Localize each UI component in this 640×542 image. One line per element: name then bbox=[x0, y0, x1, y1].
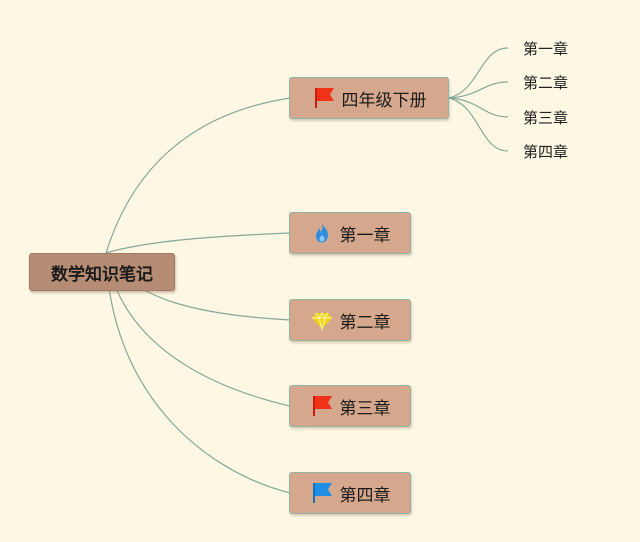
connector-branch-1-to-leaf-1 bbox=[448, 47, 509, 99]
leaf-topic-chapter-1[interactable]: 第一章 bbox=[523, 40, 569, 58]
leaf-topic-chapter-2[interactable]: 第二章 bbox=[523, 74, 569, 92]
blue-flag-icon bbox=[310, 481, 334, 505]
branch-topic-chapter-1-label: 第一章 bbox=[339, 225, 391, 246]
red-flag-icon bbox=[312, 86, 336, 110]
fire-icon bbox=[310, 221, 334, 245]
connector-branch-1-to-leaf-2 bbox=[448, 81, 509, 99]
branch-topic-chapter-3-label: 第三章 bbox=[339, 398, 391, 419]
root-topic[interactable]: 数学知识笔记 bbox=[29, 253, 175, 291]
branch-topic-chapter-2[interactable]: 第二章 bbox=[289, 299, 411, 341]
branch-topic-chapter-2-label: 第二章 bbox=[339, 312, 391, 333]
connector-root-to-branch-2 bbox=[105, 232, 291, 254]
branch-topic-grade4[interactable]: 四年级下册 bbox=[289, 77, 449, 119]
connector-branch-1-to-leaf-4 bbox=[448, 97, 509, 152]
connector-root-to-branch-5 bbox=[105, 252, 291, 494]
branch-topic-grade4-label: 四年级下册 bbox=[341, 90, 427, 111]
branch-topic-chapter-1[interactable]: 第一章 bbox=[289, 212, 411, 254]
connector-branch-1-to-leaf-3 bbox=[448, 97, 509, 118]
branch-topic-chapter-4-label: 第四章 bbox=[339, 485, 391, 506]
branch-topic-chapter-3[interactable]: 第三章 bbox=[289, 385, 411, 427]
root-topic-label: 数学知识笔记 bbox=[51, 264, 153, 285]
red-flag-icon bbox=[310, 394, 334, 418]
leaf-topic-chapter-4[interactable]: 第四章 bbox=[523, 143, 569, 161]
diamond-icon bbox=[310, 308, 334, 332]
connector-root-to-branch-1 bbox=[105, 97, 291, 254]
leaf-topic-chapter-3[interactable]: 第三章 bbox=[523, 109, 569, 127]
branch-topic-chapter-4[interactable]: 第四章 bbox=[289, 472, 411, 514]
